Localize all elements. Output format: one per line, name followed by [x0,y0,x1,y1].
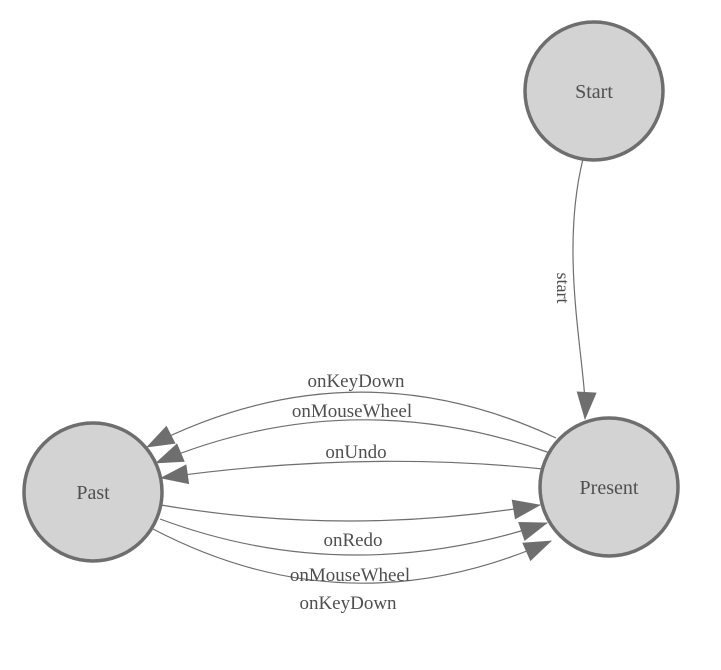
edge-present-to-past-onkeydown [146,391,557,448]
edge-start-to-present [572,158,597,420]
node-present-label: Present [580,477,639,499]
edge-label-onmousewheel-top: onMouseWheel [292,401,412,422]
edge-label-onkeydown-bottom: onKeyDown [299,593,397,614]
edge-past-to-present-onkeydown [152,528,552,584]
edge-present-to-past-onmousewheel [155,419,551,464]
edge-label-onundo: onUndo [325,442,386,463]
node-past-circle [22,421,164,563]
edge-label-start: start [553,273,573,304]
node-past-label: Past [76,482,110,504]
node-present-circle [538,416,680,558]
edge-past-to-present-onredo [160,499,541,522]
edge-label-onredo: onRedo [323,530,382,551]
edge-label-onmousewheel-bottom: onMouseWheel [290,565,410,586]
node-start-label: Start [575,81,613,103]
edge-present-to-past-onundo [160,460,544,485]
edge-past-to-present-onmousewheel [159,518,548,556]
edge-label-onkeydown-top: onKeyDown [307,371,405,392]
node-start-circle [523,20,665,162]
